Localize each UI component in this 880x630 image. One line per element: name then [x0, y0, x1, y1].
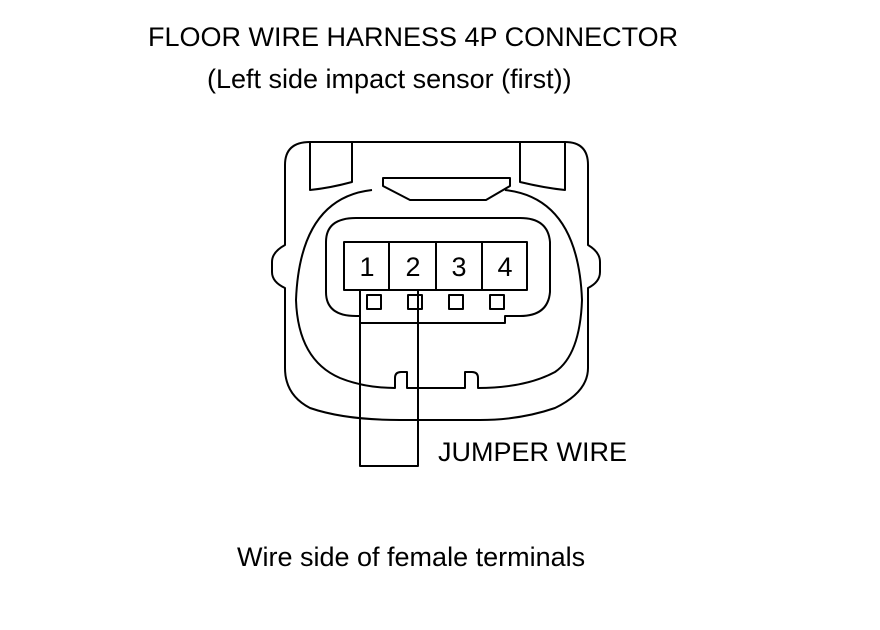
- pin-number-1: 1: [359, 252, 374, 282]
- diagram-subtitle: (Left side impact sensor (first)): [207, 64, 572, 94]
- pin-number-2: 2: [405, 252, 420, 282]
- jumper-wire: [359, 290, 419, 467]
- housing-right-tab: [519, 142, 566, 191]
- connector-inner-shroud: [295, 189, 583, 389]
- terminal-contact-3: [448, 294, 464, 310]
- pin-number-3: 3: [451, 252, 466, 282]
- housing-left-tab: [309, 142, 353, 191]
- connector-cavity: [325, 217, 551, 324]
- terminal-contact-4: [489, 294, 505, 310]
- connector-housing-outer: [271, 141, 601, 421]
- diagram-title: FLOOR WIRE HARNESS 4P CONNECTOR: [148, 22, 679, 52]
- terminal-contact-1: [366, 294, 382, 310]
- jumper-wire-label: JUMPER WIRE: [438, 437, 627, 467]
- housing-top-latch: [382, 177, 511, 201]
- terminal-contact-2: [407, 294, 423, 310]
- diagram-caption: Wire side of female terminals: [237, 542, 586, 572]
- pin-number-4: 4: [497, 252, 512, 282]
